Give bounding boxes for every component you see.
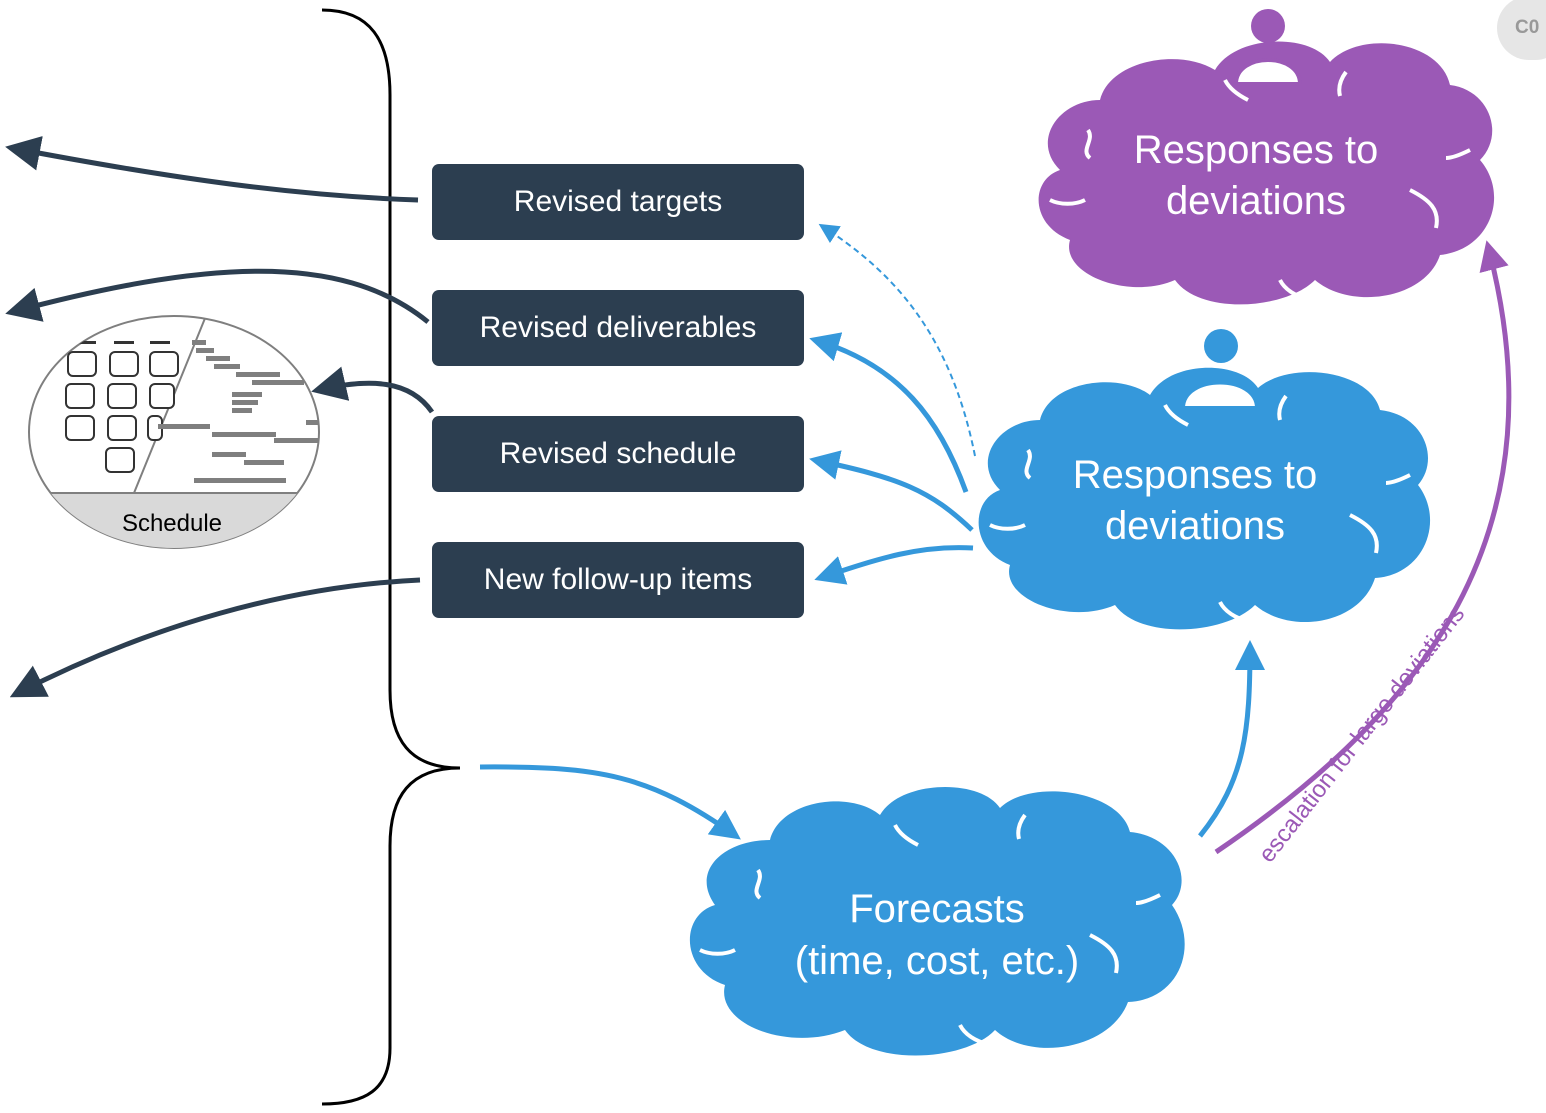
arrow-icon — [5, 268, 430, 324]
schedule-icon: Schedule — [28, 315, 320, 549]
cloud-forecast-line1: Forecasts — [849, 887, 1025, 931]
arrow-icon — [5, 136, 419, 203]
cloud-forecast-line2: (time, cost, etc.) — [795, 939, 1080, 983]
arrow-icon — [1198, 640, 1265, 838]
arrow-icon — [9, 577, 421, 698]
corner-badge-label: C0 — [1515, 17, 1540, 38]
escalation-label: escalation for large deviations — [1253, 601, 1470, 868]
revised-schedule-box: Revised schedule — [432, 416, 804, 492]
revised-targets-box: Revised targets — [432, 164, 804, 240]
new-follow-up-items-label: New follow-up items — [483, 563, 753, 596]
revised-deliverables-label: Revised deliverables — [479, 311, 757, 344]
arrow-icon — [479, 764, 741, 840]
schedule-label: Schedule — [122, 510, 222, 537]
curly-brace-icon — [321, 8, 461, 1106]
revised-schedule-label: Revised schedule — [499, 437, 737, 470]
arrow-icon — [814, 545, 974, 585]
arrow-icon — [1214, 240, 1512, 855]
cloud-middle-line2: deviations — [1105, 504, 1285, 548]
new-follow-up-items-box: New follow-up items — [432, 542, 804, 618]
arrow-icon — [818, 223, 976, 457]
arrow-icon — [809, 450, 974, 532]
person-icon — [1233, 9, 1303, 86]
revised-deliverables-box: Revised deliverables — [432, 290, 804, 366]
cloud-icon: Responses to deviations — [1038, 41, 1495, 305]
arrow-icon — [809, 332, 969, 493]
corner-badge: C0 — [1497, 0, 1546, 60]
cloud-top-line2: deviations — [1166, 179, 1346, 223]
cloud-icon: Responses to deviations — [978, 367, 1431, 630]
cloud-top-line1: Responses to — [1134, 128, 1379, 172]
cloud-middle-line1: Responses to — [1073, 453, 1318, 497]
cloud-icon: Forecasts (time, cost, etc.) — [689, 787, 1185, 1056]
person-icon — [1180, 329, 1260, 410]
arrow-icon — [311, 366, 435, 414]
revised-targets-label: Revised targets — [513, 185, 723, 218]
